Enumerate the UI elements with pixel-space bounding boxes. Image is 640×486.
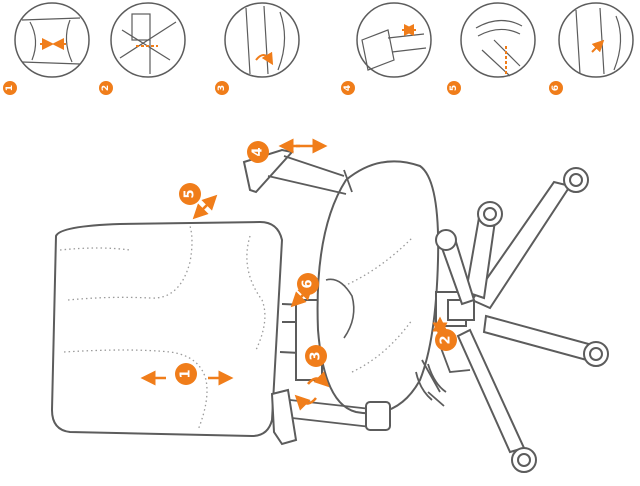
thumbnail-2 [111, 3, 185, 77]
thumbnail-badge-5-number: 5 [449, 85, 459, 91]
thumbnail-badge-3: 3 [215, 81, 229, 95]
thumbnail-badge-1-number: 1 [5, 85, 15, 91]
callout-badge-armrest-position-number: 4 [251, 147, 266, 156]
callout-badge-backrest-width: 1 [175, 363, 197, 385]
thumbnail-badge-2: 2 [99, 81, 113, 95]
thumbnail-badge-6-number: 6 [551, 85, 561, 91]
callout-badge-backrest-height: 6 [297, 273, 319, 295]
callout-badge-seat-height: 2 [435, 329, 457, 351]
thumbnail-badge-4-number: 4 [343, 85, 353, 91]
thumbnail-6 [559, 3, 633, 77]
armrest-bottom [272, 390, 296, 444]
callout-badge-seat-height-number: 2 [439, 335, 454, 344]
thumbnail-badge-3-number: 3 [217, 85, 227, 91]
seat [318, 161, 439, 413]
thumbnail-3 [225, 3, 299, 77]
callout-badge-backrest-angle-number: 5 [183, 189, 198, 198]
thumbnail-badge-2-number: 2 [101, 85, 111, 91]
callout-badge-armrest-position: 4 [247, 141, 269, 163]
callout-badge-backrest-height-number: 6 [301, 279, 316, 288]
callout-badge-backrest-width-number: 1 [179, 369, 194, 378]
thumbnail-badge-6: 6 [549, 81, 563, 95]
callout-badge-backrest-angle: 5 [179, 183, 201, 205]
thumbnail-4 [357, 3, 431, 77]
thumbnail-badge-4: 4 [341, 81, 355, 95]
thumbnail-badge-1: 1 [3, 81, 17, 95]
callout-badge-tilt-tension: 3 [305, 345, 327, 367]
callout-badge-tilt-tension-number: 3 [309, 351, 324, 360]
thumbnail-badge-5: 5 [447, 81, 461, 95]
chair-illustration [52, 150, 608, 472]
thumbnail-1 [15, 3, 89, 77]
thumbnail-5 [461, 3, 535, 77]
